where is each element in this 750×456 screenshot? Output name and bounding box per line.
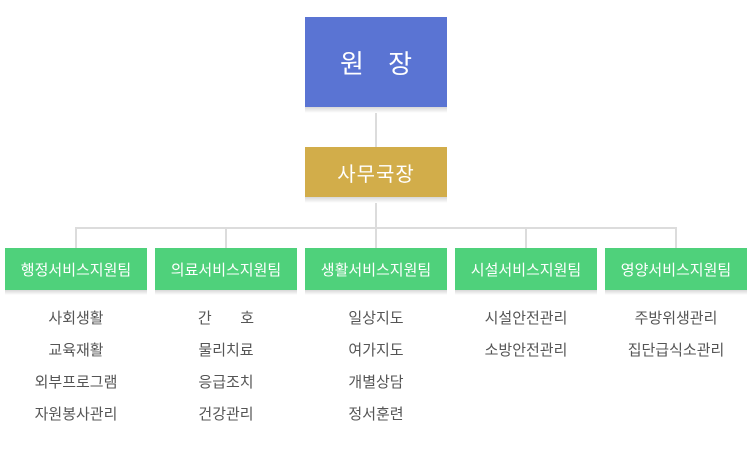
connector-team-5 [675, 227, 677, 248]
duty-item: 자원봉사관리 [34, 405, 118, 423]
duty-item: 일상지도 [348, 309, 404, 327]
connector-secretary-teams [375, 203, 377, 227]
team-facility: 시설서비스지원팀 시설안전관리 소방안전관리 [455, 248, 597, 371]
team-name: 생활서비스지원팀 [320, 260, 432, 279]
team-header-shadow [5, 290, 147, 295]
director-shadow [305, 107, 447, 113]
duty-item: 시설안전관리 [484, 309, 568, 327]
duty-item: 정서훈련 [348, 405, 404, 423]
duty-item: 여가지도 [348, 341, 404, 359]
secretary-label: 사무국장 [337, 161, 415, 186]
team-duty-list: 간 호 물리치료 응급조치 건강관리 [155, 307, 297, 435]
team-header-shadow [455, 290, 597, 295]
duty-item: 주방위생관리 [634, 309, 718, 327]
team-living: 생활서비스지원팀 일상지도 여가지도 개별상담 정서훈련 [305, 248, 447, 435]
team-name: 의료서비스지원팀 [170, 260, 282, 279]
connector-team-2 [225, 227, 227, 248]
team-administration: 행정서비스지원팀 사회생활 교육재활 외부프로그램 자원봉사관리 [5, 248, 147, 435]
director-label: 원 장 [339, 49, 421, 80]
connector-team-3 [375, 227, 377, 248]
team-medical: 의료서비스지원팀 간 호 물리치료 응급조치 건강관리 [155, 248, 297, 435]
connector-team-4 [525, 227, 527, 248]
team-header-shadow [155, 290, 297, 295]
team-header: 의료서비스지원팀 [155, 248, 297, 295]
team-nutrition: 영양서비스지원팀 주방위생관리 집단급식소관리 [605, 248, 747, 371]
duty-item: 집단급식소관리 [627, 341, 725, 359]
duty-item: 간 호 [197, 309, 255, 327]
team-duty-list: 주방위생관리 집단급식소관리 [605, 307, 747, 371]
duty-item: 응급조치 [198, 373, 254, 391]
team-header: 생활서비스지원팀 [305, 248, 447, 295]
team-header: 행정서비스지원팀 [5, 248, 147, 295]
team-header-shadow [605, 290, 747, 295]
duty-item: 교육재활 [48, 341, 104, 359]
team-duty-list: 일상지도 여가지도 개별상담 정서훈련 [305, 307, 447, 435]
team-header: 시설서비스지원팀 [455, 248, 597, 295]
team-header-shadow [305, 290, 447, 295]
duty-item: 소방안전관리 [484, 341, 568, 359]
connector-director-secretary [375, 113, 377, 147]
duty-item: 외부프로그램 [34, 373, 118, 391]
duty-item: 건강관리 [198, 405, 254, 423]
connector-team-1 [75, 227, 77, 248]
duty-item: 물리치료 [198, 341, 254, 359]
team-duty-list: 시설안전관리 소방안전관리 [455, 307, 597, 371]
team-name: 영양서비스지원팀 [620, 260, 732, 279]
secretary-box: 사무국장 [305, 147, 447, 203]
secretary-shadow [305, 197, 447, 203]
team-name: 시설서비스지원팀 [470, 260, 582, 279]
director-box: 원 장 [305, 17, 447, 113]
duty-item: 개별상담 [348, 373, 404, 391]
duty-item: 사회생활 [48, 309, 104, 327]
team-header: 영양서비스지원팀 [605, 248, 747, 295]
team-duty-list: 사회생활 교육재활 외부프로그램 자원봉사관리 [5, 307, 147, 435]
team-name: 행정서비스지원팀 [20, 260, 132, 279]
